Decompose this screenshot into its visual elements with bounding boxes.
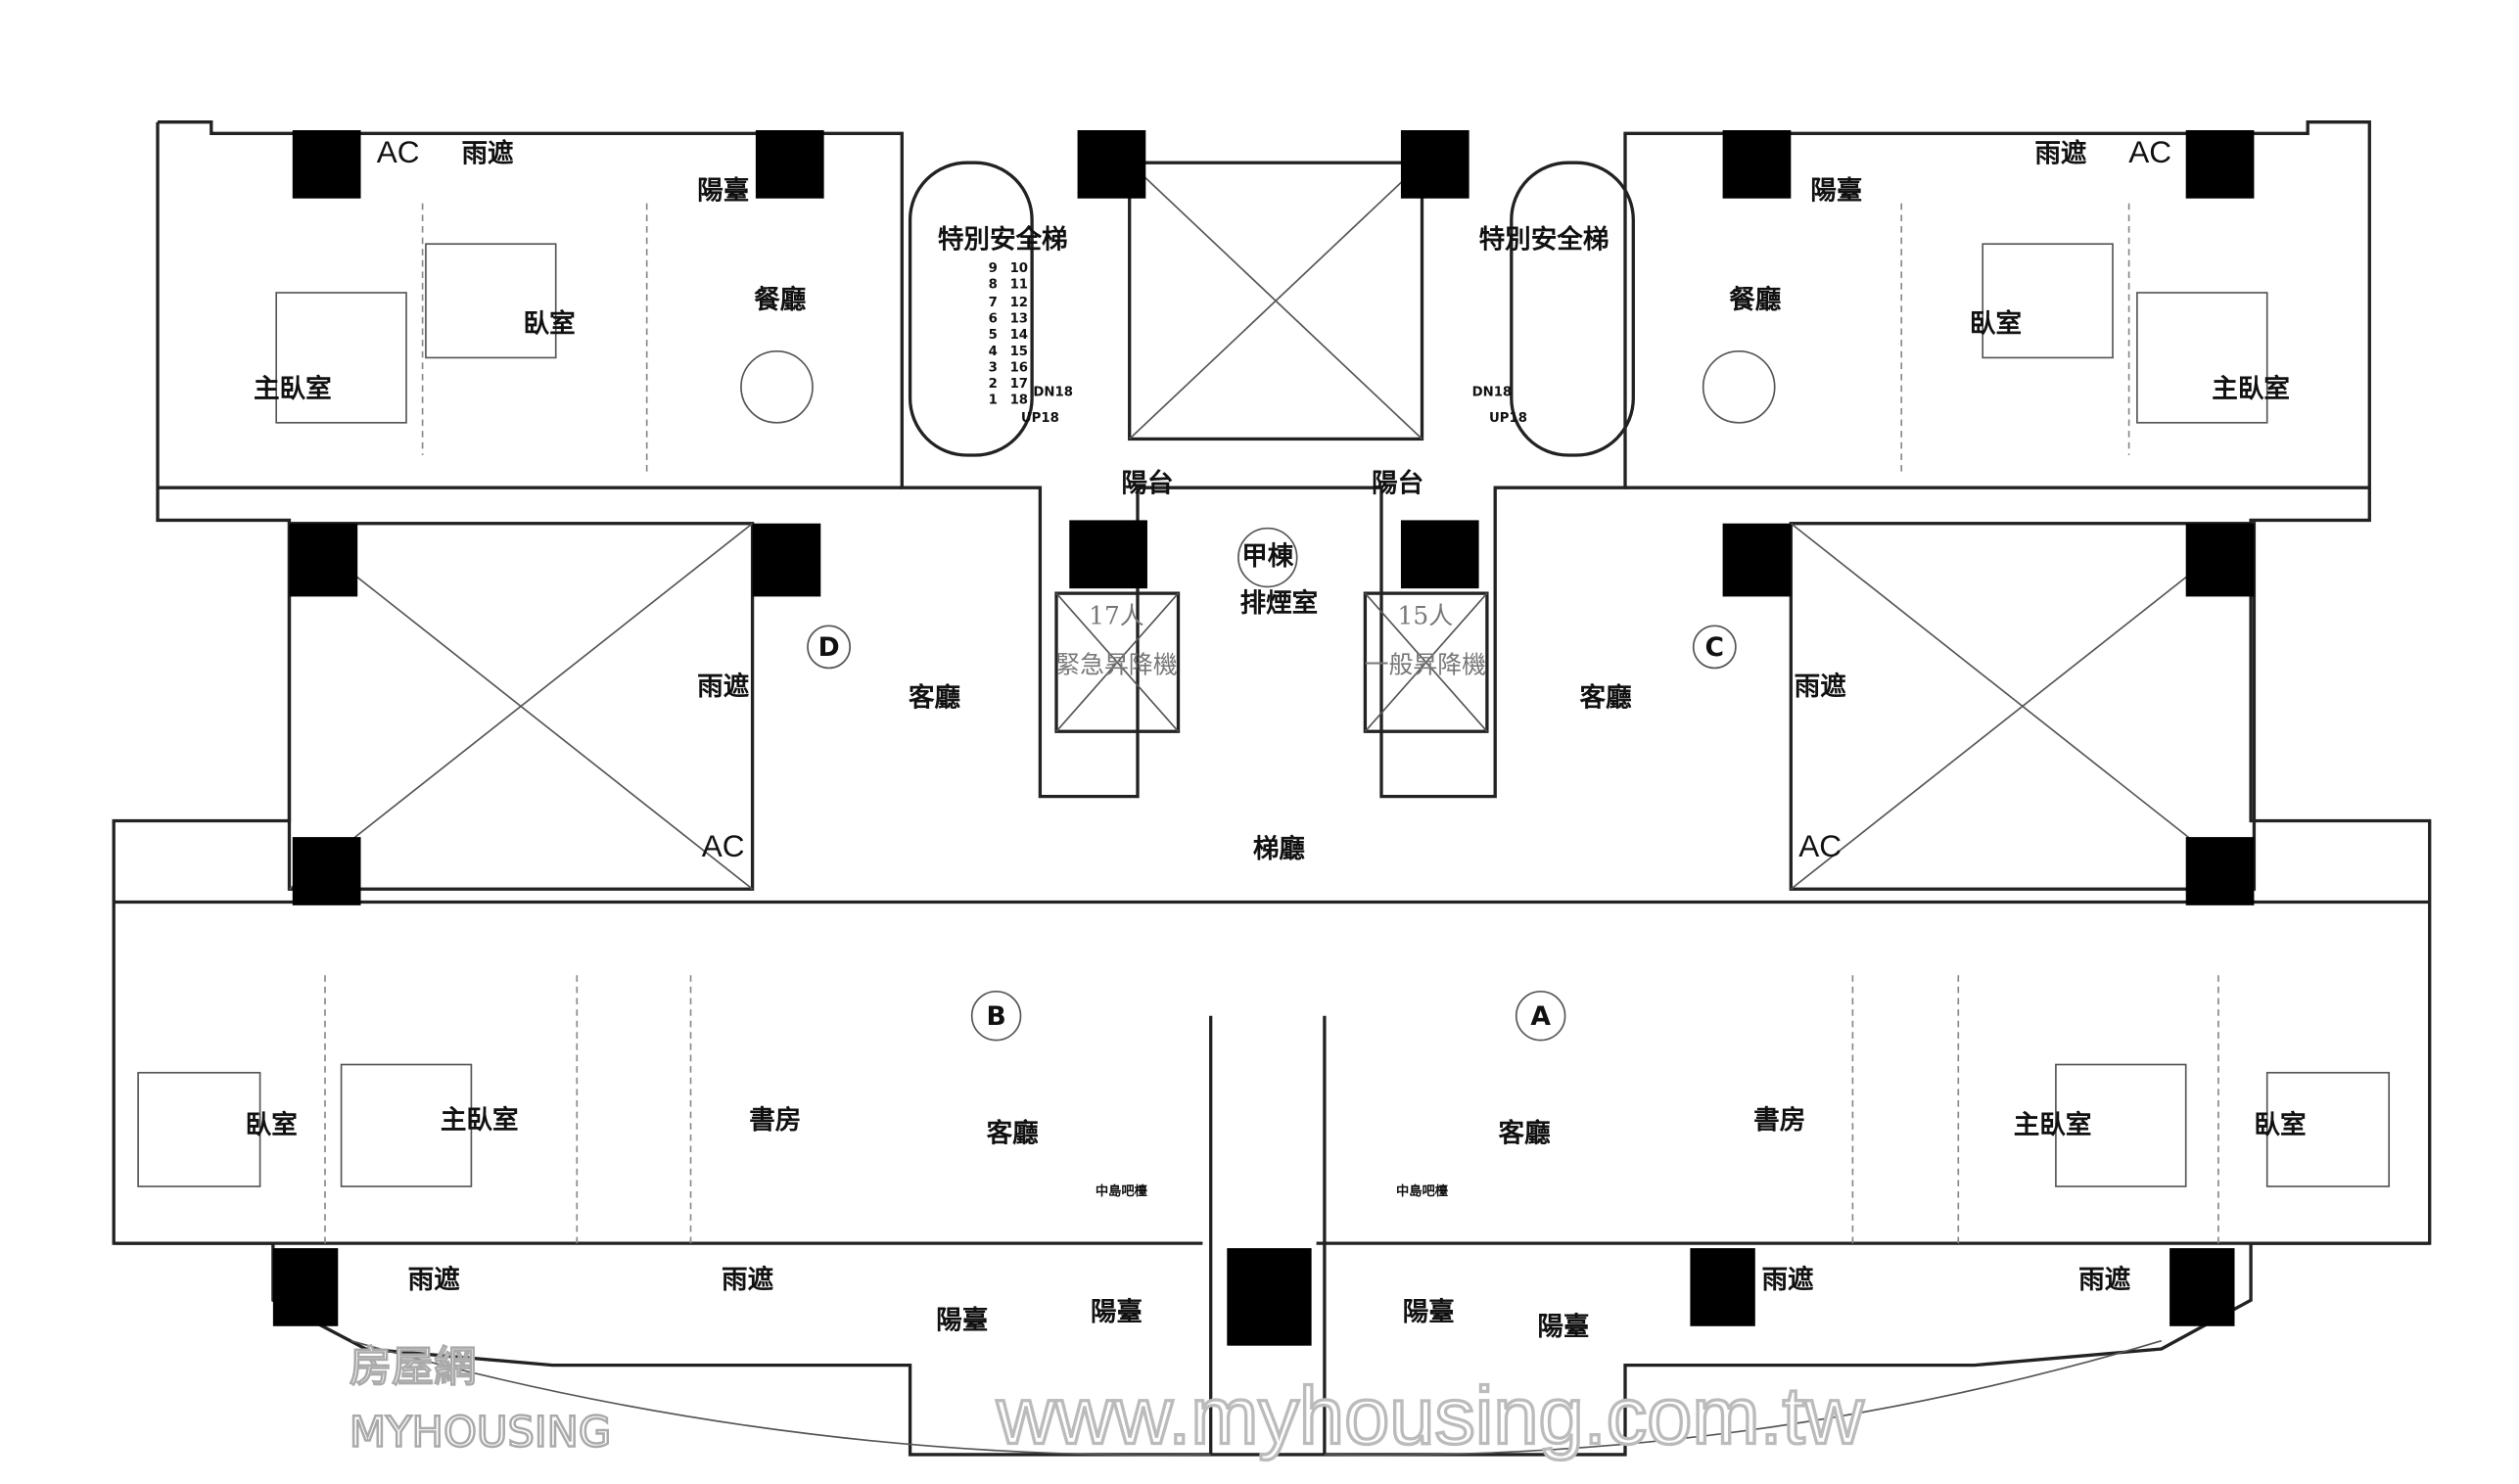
label-stair: 特別安全梯 [1479, 224, 1609, 255]
step-number: 5 [989, 328, 998, 343]
label-up: UP18 [1489, 411, 1527, 426]
label-unit-b: B [986, 1001, 1005, 1032]
label-canopy: 雨遮 [2078, 1265, 2131, 1295]
step-number: 1 [989, 394, 998, 408]
label-balcony: 陽臺 [1810, 176, 1862, 207]
step-number: 4 [989, 345, 998, 359]
label-unit-c: C [1705, 632, 1724, 663]
label-balcony: 陽臺 [1091, 1297, 1143, 1327]
label-living: 客廳 [1499, 1118, 1552, 1148]
label-master-bedroom: 主臥室 [441, 1105, 519, 1136]
step-number: 12 [1010, 296, 1028, 310]
label-island-bar: 中島吧檯 [1396, 1183, 1449, 1199]
watermark: 房屋網 MYHOUSING www.myhousing.com.tw [349, 1342, 1867, 1462]
step-number: 8 [989, 278, 998, 293]
label-balcony: 陽臺 [936, 1305, 988, 1335]
label-island-bar: 中島吧檯 [1096, 1183, 1148, 1199]
label-stair: 特別安全梯 [938, 224, 1068, 255]
label-canopy: 雨遮 [722, 1265, 774, 1295]
label-bedroom: 臥室 [246, 1110, 298, 1140]
label-canopy: 雨遮 [1795, 672, 1847, 702]
label-canopy: 雨遮 [408, 1265, 461, 1295]
label-ac: AC [2128, 134, 2171, 169]
step-number: 2 [989, 377, 998, 392]
label-general-elevator: 一般昇降機 [1365, 650, 1487, 678]
step-number: 18 [1010, 394, 1028, 408]
label-lobby: 梯廳 [1253, 834, 1306, 864]
label-balcony: 陽臺 [1403, 1297, 1455, 1327]
label-study: 書房 [1753, 1105, 1805, 1136]
label-living: 客廳 [987, 1118, 1040, 1148]
step-number: 7 [989, 296, 998, 310]
step-number: 15 [1010, 345, 1028, 359]
label-dining: 餐廳 [754, 285, 807, 315]
label-living: 客廳 [1580, 683, 1633, 714]
label-balcony: 陽台 [1121, 468, 1173, 498]
label-master-bedroom: 主臥室 [254, 374, 332, 404]
label-building: 甲棟 [1241, 541, 1294, 572]
label-ac: AC [1798, 828, 1842, 863]
label-ac: AC [377, 134, 420, 169]
structural-columns [272, 130, 2255, 1346]
label-study: 書房 [749, 1105, 801, 1136]
step-number: 17 [1010, 377, 1028, 392]
step-number: 3 [989, 360, 998, 375]
label-dn: DN18 [1033, 385, 1073, 399]
watermark-url: www.myhousing.com.tw [996, 1370, 1865, 1461]
label-canopy: 雨遮 [2034, 138, 2087, 168]
label-up: UP18 [1021, 411, 1059, 426]
walls [112, 120, 2432, 1457]
label-balcony: 陽臺 [1537, 1312, 1589, 1342]
step-number: 10 [1010, 261, 1028, 276]
step-number: 16 [1010, 360, 1028, 375]
label-canopy: 雨遮 [461, 138, 514, 168]
label-master-bedroom: 主臥室 [2212, 374, 2290, 404]
label-bedroom: 臥室 [2254, 1110, 2306, 1140]
label-master-bedroom: 主臥室 [2014, 1110, 2092, 1140]
step-number: 14 [1010, 328, 1028, 343]
label-elevator-capacity: 15人 [1398, 602, 1454, 630]
step-number: 9 [989, 261, 998, 276]
label-living: 客廳 [909, 683, 961, 714]
watermark-logo: MYHOUSING [350, 1409, 611, 1458]
label-balcony: 陽台 [1372, 468, 1423, 498]
label-unit-a: A [1530, 1001, 1551, 1032]
label-dn: DN18 [1472, 385, 1513, 399]
step-number: 6 [989, 312, 998, 327]
label-bedroom: 臥室 [1970, 309, 2022, 340]
watermark-brand: 房屋網 [350, 1343, 476, 1392]
label-bedroom: 臥室 [524, 309, 576, 340]
stair-step-numbers: 9 8 7 6 5 4 3 2 1 10 11 12 13 14 15 16 1… [989, 261, 1028, 407]
label-canopy: 雨遮 [697, 672, 750, 702]
label-smoke-room: 排煙室 [1240, 588, 1319, 619]
step-number: 13 [1010, 312, 1028, 327]
label-canopy: 雨遮 [1761, 1265, 1814, 1295]
label-ac: AC [702, 828, 745, 863]
label-dining: 餐廳 [1729, 285, 1782, 315]
label-balcony: 陽臺 [697, 176, 749, 207]
label-emergency-elevator: 緊急昇降機 [1055, 650, 1178, 678]
label-unit-d: D [818, 632, 840, 663]
step-number: 11 [1010, 278, 1028, 293]
unit-markers [807, 527, 1737, 1042]
label-elevator-capacity: 17人 [1089, 602, 1144, 630]
room-labels: AC 雨遮 陽臺 臥室 主臥室 餐廳 AC 雨遮 陽臺 臥室 主臥室 餐廳 特別… [246, 134, 2307, 1342]
